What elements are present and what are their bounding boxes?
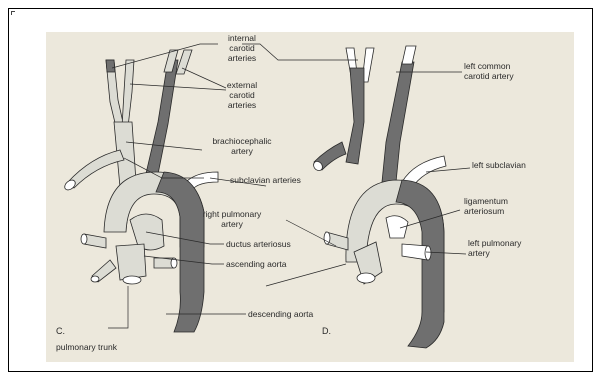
label-internal-carotid-1: internal <box>228 33 256 43</box>
aortic-arch-figure: internal carotid arteries external carot… <box>46 32 574 362</box>
label-internal-carotid-3: arteries <box>228 53 256 63</box>
panel-label-d: D. <box>322 326 331 336</box>
label-pulmonary-trunk: pulmonary trunk <box>56 342 118 352</box>
label-descending-aorta: descending aorta <box>248 309 313 319</box>
label-left-common-carotid-1: left common <box>464 61 511 71</box>
corner-mark <box>11 11 15 15</box>
label-external-carotid-2: carotid <box>229 90 255 100</box>
label-ascending-aorta: ascending aorta <box>226 259 287 269</box>
label-ligamentum-2: arteriosum <box>464 206 504 216</box>
label-left-common-carotid-2: carotid artery <box>464 71 514 81</box>
label-right-pulmonary-2: artery <box>221 219 243 229</box>
label-left-pulmonary-1: left pulmonary <box>468 238 522 248</box>
artery-diagram: internal carotid arteries external carot… <box>46 32 574 362</box>
label-external-carotid-1: external <box>227 80 257 90</box>
label-ligamentum-1: ligamentum <box>464 196 508 206</box>
panel-label-c: C. <box>56 326 65 336</box>
panel-c-arteries <box>63 50 218 332</box>
label-left-subclavian: left subclavian <box>472 160 526 170</box>
label-external-carotid-3: arteries <box>228 100 256 110</box>
label-ductus-arteriosus: ductus arteriosus <box>226 239 291 249</box>
label-brachiocephalic-1: brachiocephalic <box>212 136 272 146</box>
label-internal-carotid-2: carotid <box>229 43 255 53</box>
label-left-pulmonary-2: artery <box>468 248 490 258</box>
label-right-pulmonary-1: right pulmonary <box>203 209 262 219</box>
label-subclavian: subclavian arteries <box>230 175 301 185</box>
label-brachiocephalic-2: artery <box>231 146 253 156</box>
panel-d-arteries <box>312 46 446 348</box>
